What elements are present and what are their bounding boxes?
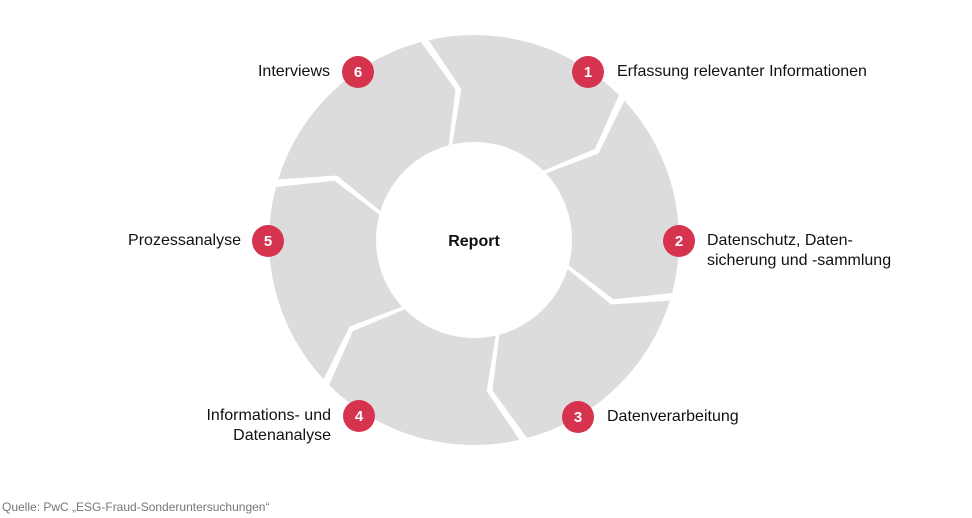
- step-label-6-line-1: Interviews: [258, 63, 330, 80]
- center-label: Report: [448, 233, 500, 250]
- step-label-4-line-2: Datenanalyse: [233, 427, 331, 444]
- ring-segment-2: [492, 268, 670, 439]
- step-badge-2: [663, 225, 695, 257]
- step-badge-3: [562, 401, 594, 433]
- step-labels: Erfassung relevanter InformationenDatens…: [128, 63, 891, 444]
- step-number-1: 1: [584, 64, 592, 81]
- step-badge-6: [342, 56, 374, 88]
- step-label-4-line-1: Informations- und: [206, 407, 331, 424]
- step-label-3-line-1: Datenverarbeitung: [607, 408, 739, 425]
- source-note: Quelle: PwC „ESG-Fraud-Sonderuntersuchun…: [2, 500, 270, 514]
- step-label-5-line-1: Prozessanalyse: [128, 232, 241, 249]
- step-number-5: 5: [264, 233, 272, 250]
- ring-segment-4: [268, 180, 403, 380]
- step-number-4: 4: [355, 408, 364, 425]
- ring-segment-6: [428, 35, 619, 171]
- ring-segment-3: [329, 309, 520, 446]
- step-badges: 1 2 3 4 5 6: [252, 56, 695, 433]
- step-badge-5: [252, 225, 284, 257]
- step-badge-1: [572, 56, 604, 88]
- ring-segment-5: [278, 41, 456, 212]
- step-label-2-line-2: sicherung und -sammlung: [707, 252, 891, 269]
- step-label-2-line-1: Datenschutz, Daten-: [707, 232, 853, 249]
- ring-segment-1: [545, 100, 679, 300]
- step-number-2: 2: [675, 233, 683, 250]
- step-number-3: 3: [574, 409, 582, 426]
- step-label-1-line-1: Erfassung relevanter Informationen: [617, 63, 867, 80]
- step-number-6: 6: [354, 64, 362, 81]
- step-badge-4: [343, 400, 375, 432]
- ring-segments: [268, 35, 679, 446]
